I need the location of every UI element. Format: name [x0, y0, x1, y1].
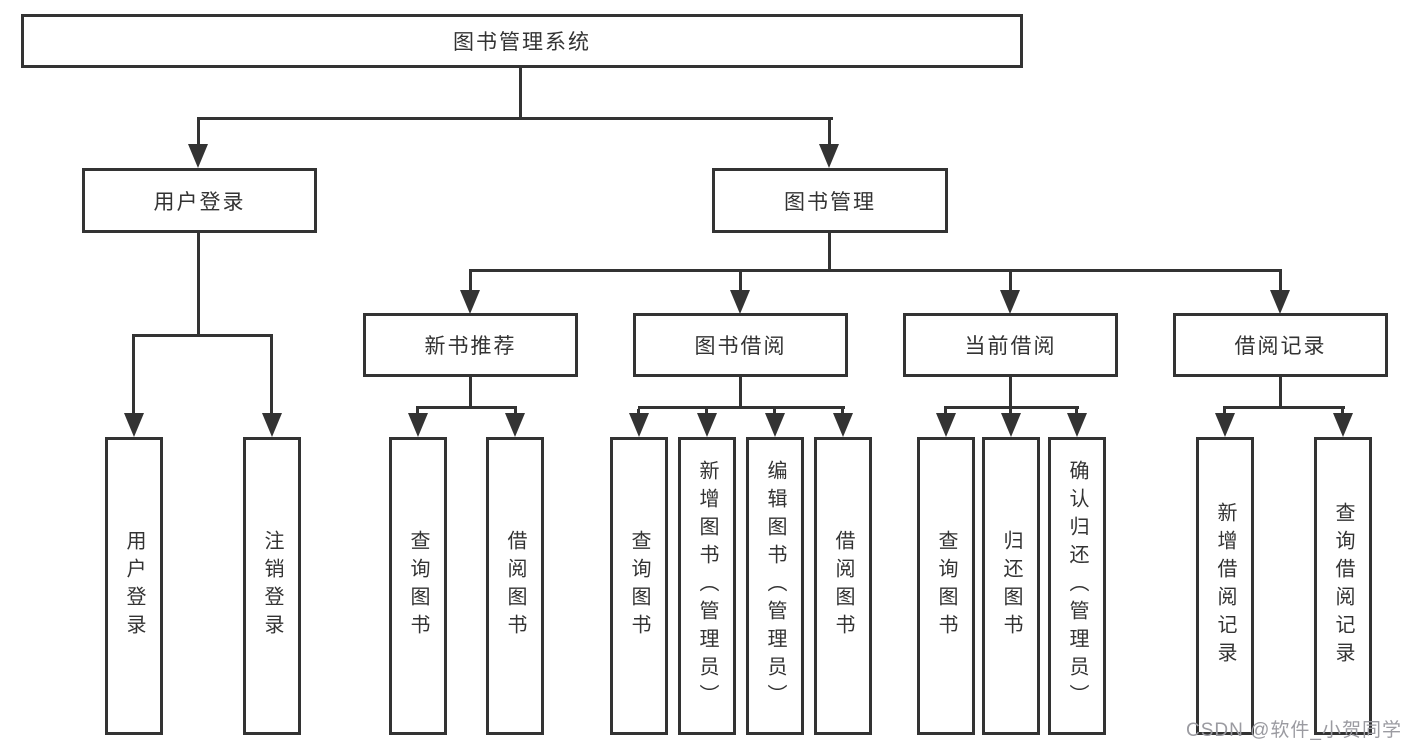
connector-user-login-bar: [132, 334, 273, 337]
node-new-book-recommend: 新书推荐: [363, 313, 578, 377]
leaf-query-books-borrow-label: 查询图书: [628, 530, 650, 642]
arrow-down-icon: [765, 413, 785, 437]
connector-user-login-stem: [197, 233, 200, 337]
arrow-down-icon: [819, 144, 839, 168]
connector-root-bar: [197, 117, 833, 120]
arrow-down-icon: [1215, 413, 1235, 437]
leaf-add-books-admin-label: 新增图书（管理员）: [696, 460, 718, 712]
leaf-borrow-books: 借阅图书: [814, 437, 872, 735]
connector-current-stem: [1009, 377, 1012, 407]
leaf-query-books-recommend-label: 查询图书: [407, 530, 429, 642]
csdn-watermark: CSDN @软件_小贺同学: [1186, 720, 1402, 741]
leaf-confirm-return-admin: 确认归还（管理员）: [1048, 437, 1106, 735]
connector-leaf-login-drop: [132, 337, 135, 414]
connector-borrow-bar: [638, 406, 845, 409]
leaf-query-books-current-label: 查询图书: [935, 530, 957, 642]
connector-leaf-logout-drop: [270, 337, 273, 414]
arrow-down-icon: [730, 290, 750, 314]
leaf-borrow-books-recommend-label: 借阅图书: [504, 530, 526, 642]
connector-current-bar: [944, 406, 1079, 409]
arrow-down-icon: [1333, 413, 1353, 437]
connector-borrow-drop: [739, 272, 742, 292]
arrow-down-icon: [188, 144, 208, 168]
leaf-query-books-current: 查询图书: [917, 437, 975, 735]
leaf-borrow-books-recommend: 借阅图书: [486, 437, 544, 735]
node-book-borrow: 图书借阅: [633, 313, 848, 377]
arrow-down-icon: [505, 413, 525, 437]
connector-book-mgmt-drop: [828, 120, 831, 145]
leaf-logout-label: 注销登录: [261, 530, 283, 642]
leaf-return-books-label: 归还图书: [1000, 530, 1022, 642]
leaf-user-login-label: 用户登录: [123, 530, 145, 642]
connector-borrow-stem: [739, 377, 742, 407]
connector-records-bar: [1223, 406, 1345, 409]
arrow-down-icon: [408, 413, 428, 437]
arrow-down-icon: [1000, 290, 1020, 314]
node-library-system: 图书管理系统: [21, 14, 1023, 68]
node-book-management-label: 图书管理: [784, 190, 876, 214]
connector-new-book-bar: [416, 406, 517, 409]
arrow-down-icon: [262, 413, 282, 437]
leaf-borrow-books-label: 借阅图书: [832, 530, 854, 642]
arrow-down-icon: [629, 413, 649, 437]
arrow-down-icon: [936, 413, 956, 437]
arrow-down-icon: [460, 290, 480, 314]
node-user-login-label: 用户登录: [153, 190, 246, 214]
node-library-system-label: 图书管理系统: [453, 31, 591, 54]
leaf-add-books-admin: 新增图书（管理员）: [678, 437, 736, 735]
connector-book-mgmt-stem: [828, 233, 831, 272]
leaf-query-borrow-record-label: 查询借阅记录: [1332, 502, 1354, 670]
leaf-query-books-borrow: 查询图书: [610, 437, 668, 735]
node-borrow-records: 借阅记录: [1173, 313, 1388, 377]
arrow-down-icon: [1001, 413, 1021, 437]
leaf-add-borrow-record: 新增借阅记录: [1196, 437, 1254, 735]
connector-new-book-stem: [469, 377, 472, 407]
leaf-query-books-recommend: 查询图书: [389, 437, 447, 735]
node-book-management: 图书管理: [712, 168, 948, 233]
node-current-borrow: 当前借阅: [903, 313, 1118, 377]
leaf-edit-books-admin: 编辑图书（管理员）: [746, 437, 804, 735]
node-borrow-records-label: 借阅记录: [1234, 335, 1327, 358]
arrow-down-icon: [697, 413, 717, 437]
leaf-logout: 注销登录: [243, 437, 301, 735]
connector-new-book-drop: [469, 272, 472, 292]
connector-records-stem: [1279, 377, 1282, 407]
connector-current-drop: [1009, 272, 1012, 292]
connector-records-drop: [1279, 272, 1282, 292]
arrow-down-icon: [1067, 413, 1087, 437]
leaf-confirm-return-admin-label: 确认归还（管理员）: [1066, 460, 1088, 712]
node-current-borrow-label: 当前借阅: [964, 335, 1057, 358]
node-book-borrow-label: 图书借阅: [694, 335, 787, 358]
leaf-query-borrow-record: 查询借阅记录: [1314, 437, 1372, 735]
node-user-login: 用户登录: [82, 168, 317, 233]
arrow-down-icon: [833, 413, 853, 437]
leaf-edit-books-admin-label: 编辑图书（管理员）: [764, 460, 786, 712]
leaf-add-borrow-record-label: 新增借阅记录: [1214, 502, 1236, 670]
arrow-down-icon: [124, 413, 144, 437]
node-new-book-recommend-label: 新书推荐: [424, 335, 517, 358]
connector-user-login-drop: [197, 120, 200, 145]
leaf-user-login: 用户登录: [105, 437, 163, 735]
arrow-down-icon: [1270, 290, 1290, 314]
connector-book-mgmt-bar: [469, 269, 1282, 272]
connector-root-stem: [519, 68, 522, 119]
leaf-return-books: 归还图书: [982, 437, 1040, 735]
